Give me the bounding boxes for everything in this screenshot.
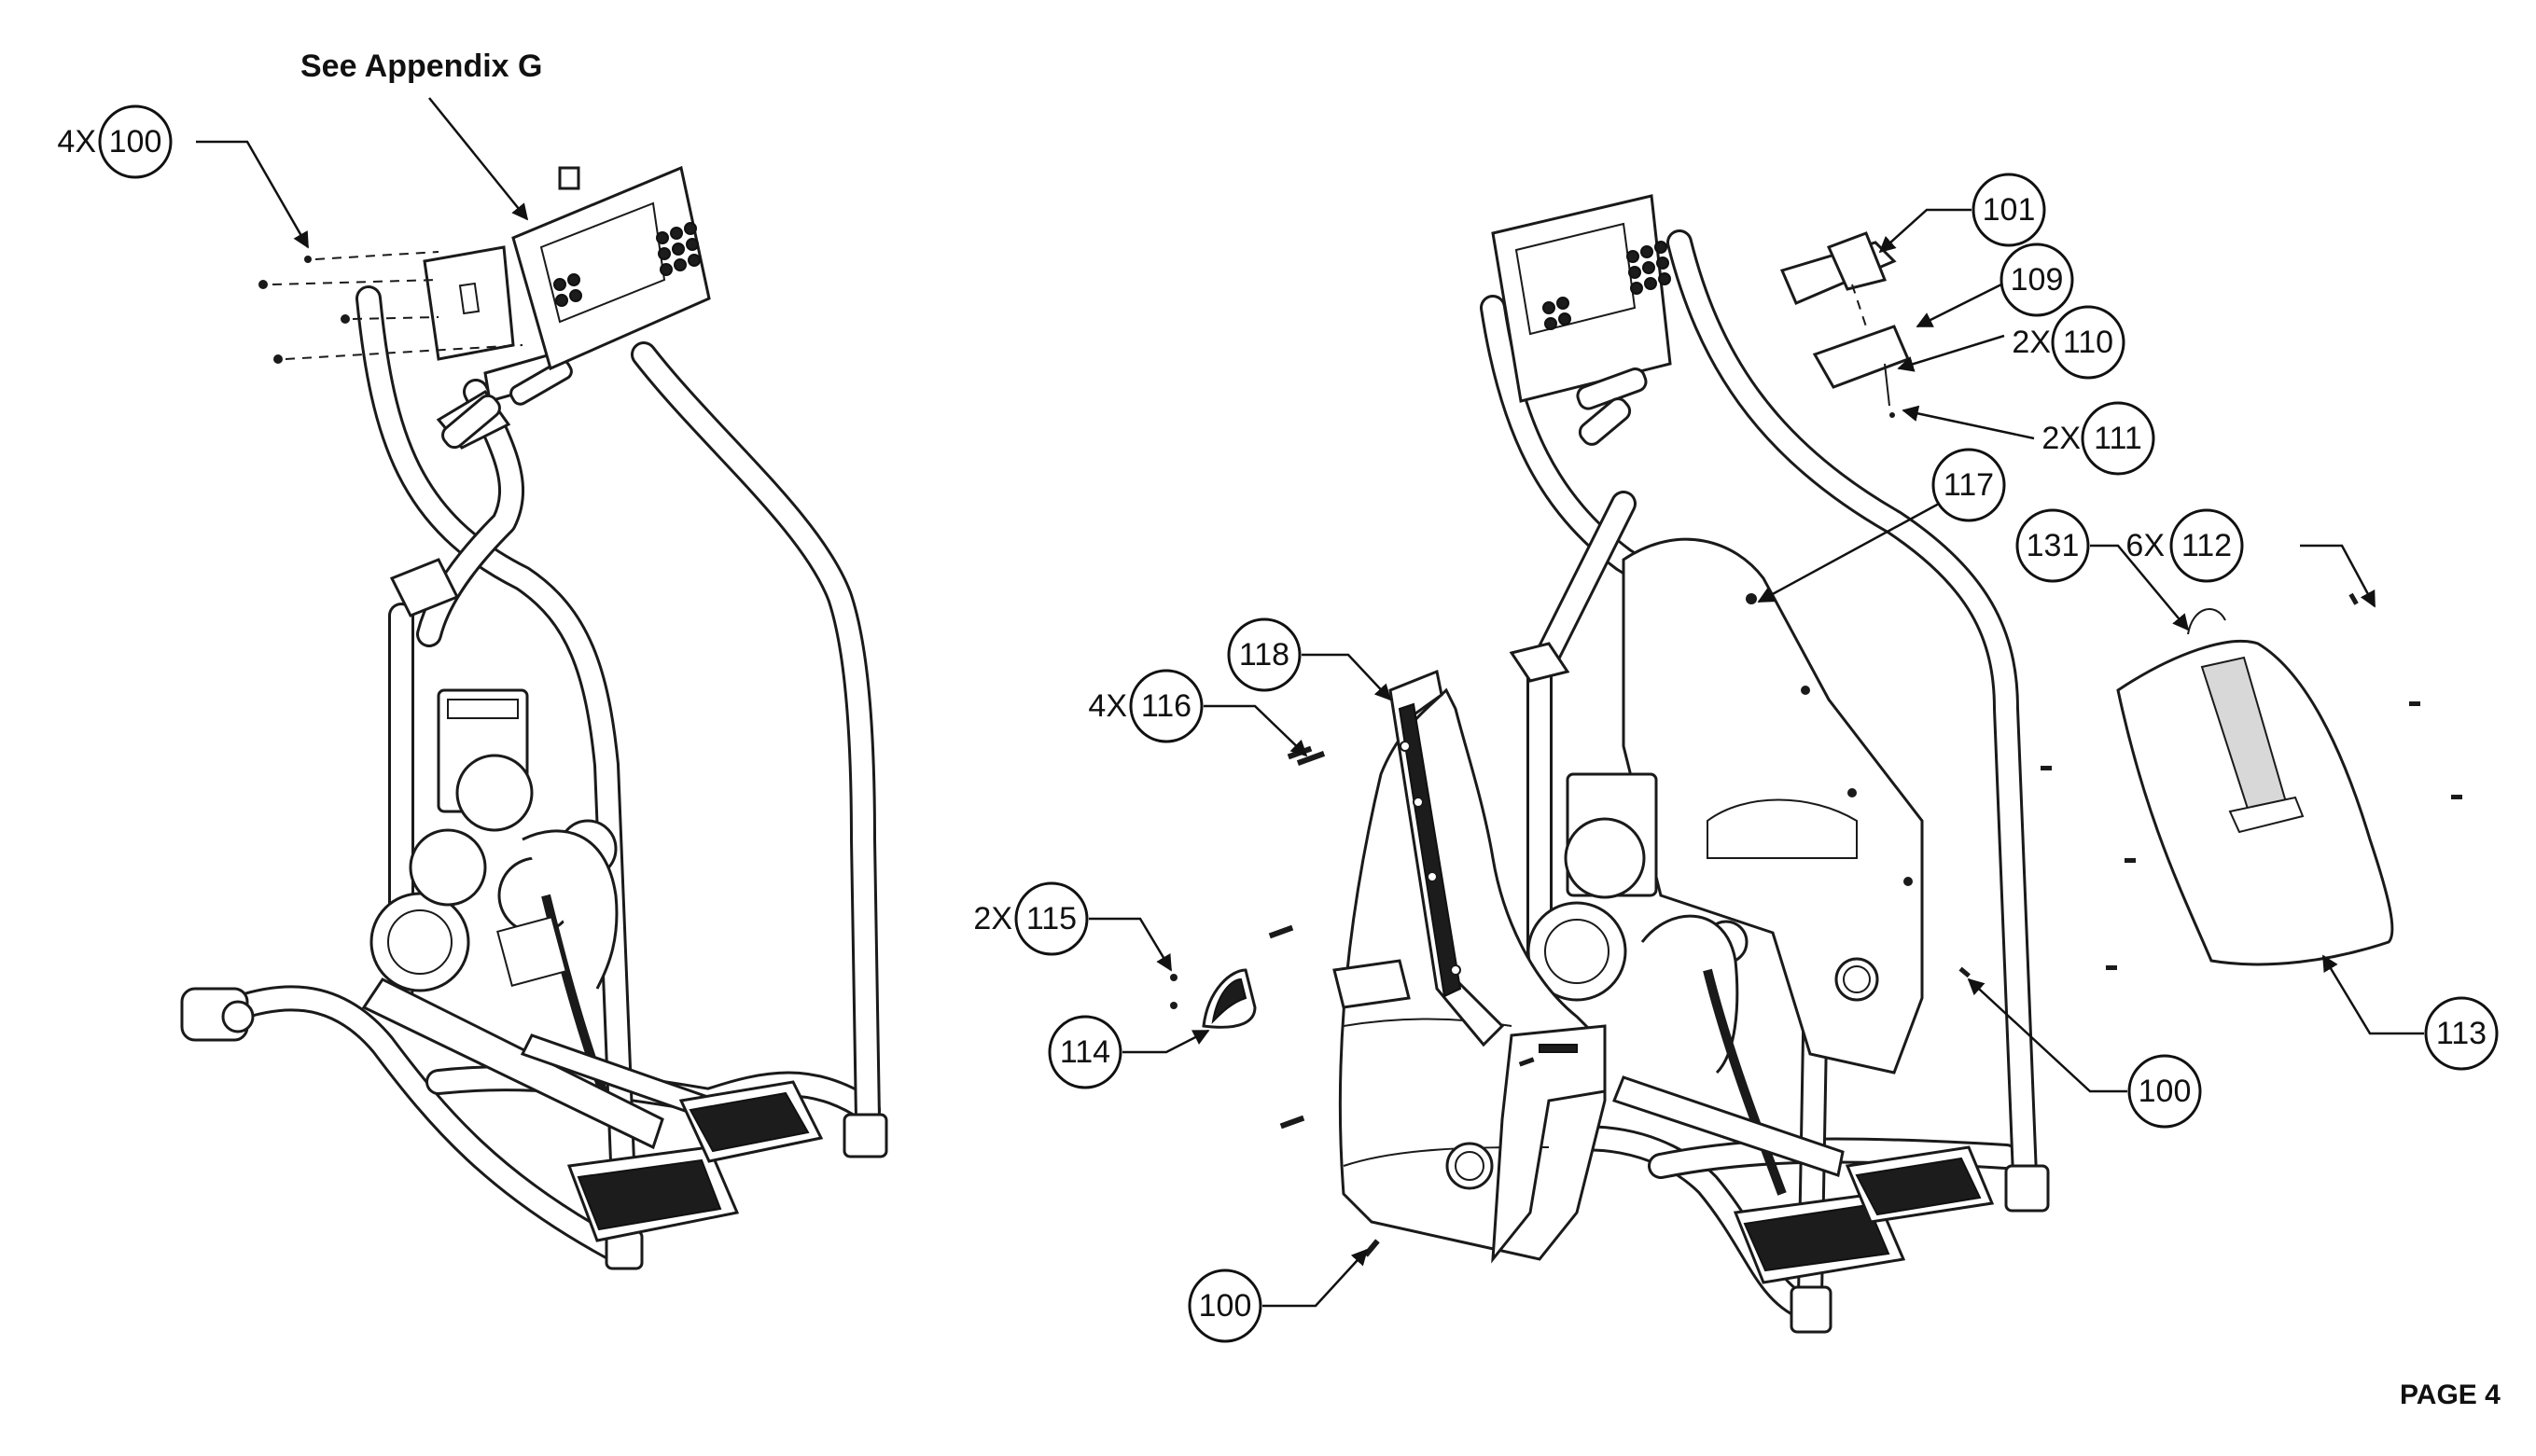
see-appendix-note: See Appendix G — [300, 49, 542, 84]
callout-112: 6X 112 — [2125, 508, 2376, 608]
callout-100-right: 100 — [1967, 978, 2202, 1129]
callout-number: 114 — [1060, 1034, 1110, 1070]
callout-number: 116 — [1141, 688, 1191, 724]
left-console-keypad — [553, 222, 701, 307]
callout-117: 117 — [1757, 448, 2006, 603]
right-machine-illustration — [1170, 194, 2462, 1334]
callout-number: 109 — [2011, 262, 2064, 298]
callout-114: 114 — [1048, 1015, 1210, 1089]
callout-118: 118 — [1227, 617, 1392, 701]
callout-number: 110 — [2063, 325, 2113, 360]
left-machine-illustration — [180, 165, 888, 1270]
callout-113: 113 — [2321, 954, 2499, 1071]
callout-qty: 4X — [57, 124, 96, 159]
callout-qty: 2X — [973, 901, 1012, 936]
callout-number: 100 — [1199, 1288, 1252, 1324]
callout-qty: 2X — [2041, 421, 2081, 456]
callout-number: 131 — [2027, 528, 2080, 563]
callout-number: 115 — [1026, 901, 1077, 936]
callout-qty: 6X — [2125, 528, 2165, 563]
callout-number: 118 — [1239, 637, 1289, 673]
right-console-keypad — [1542, 241, 1671, 330]
callout-110: 2X 110 — [1897, 305, 2125, 380]
callout-100-bottom: 100 — [1188, 1248, 1369, 1343]
callout-number: 100 — [2139, 1074, 2192, 1109]
appendix-leader — [428, 97, 529, 221]
callout-number: 100 — [109, 124, 162, 159]
callout-number: 113 — [2436, 1016, 2487, 1051]
callout-115: 2X 115 — [973, 881, 1173, 972]
page-number: PAGE 4 — [2400, 1380, 2501, 1410]
callout-number: 112 — [2181, 528, 2232, 563]
callout-111: 2X 111 — [1902, 401, 2155, 476]
callout-109: 109 — [1916, 243, 2074, 328]
callout-qty: 4X — [1088, 688, 1127, 724]
callout-left-100: 4X 100 — [57, 104, 310, 249]
callout-number: 111 — [2094, 421, 2142, 456]
callout-101: 101 — [1878, 173, 2046, 254]
callout-number: 117 — [1944, 467, 1994, 503]
callout-qty: 2X — [2012, 325, 2051, 360]
callout-131: 131 — [2015, 508, 2190, 631]
callout-116: 4X 116 — [1088, 669, 1308, 757]
callout-number: 101 — [1983, 192, 2036, 228]
